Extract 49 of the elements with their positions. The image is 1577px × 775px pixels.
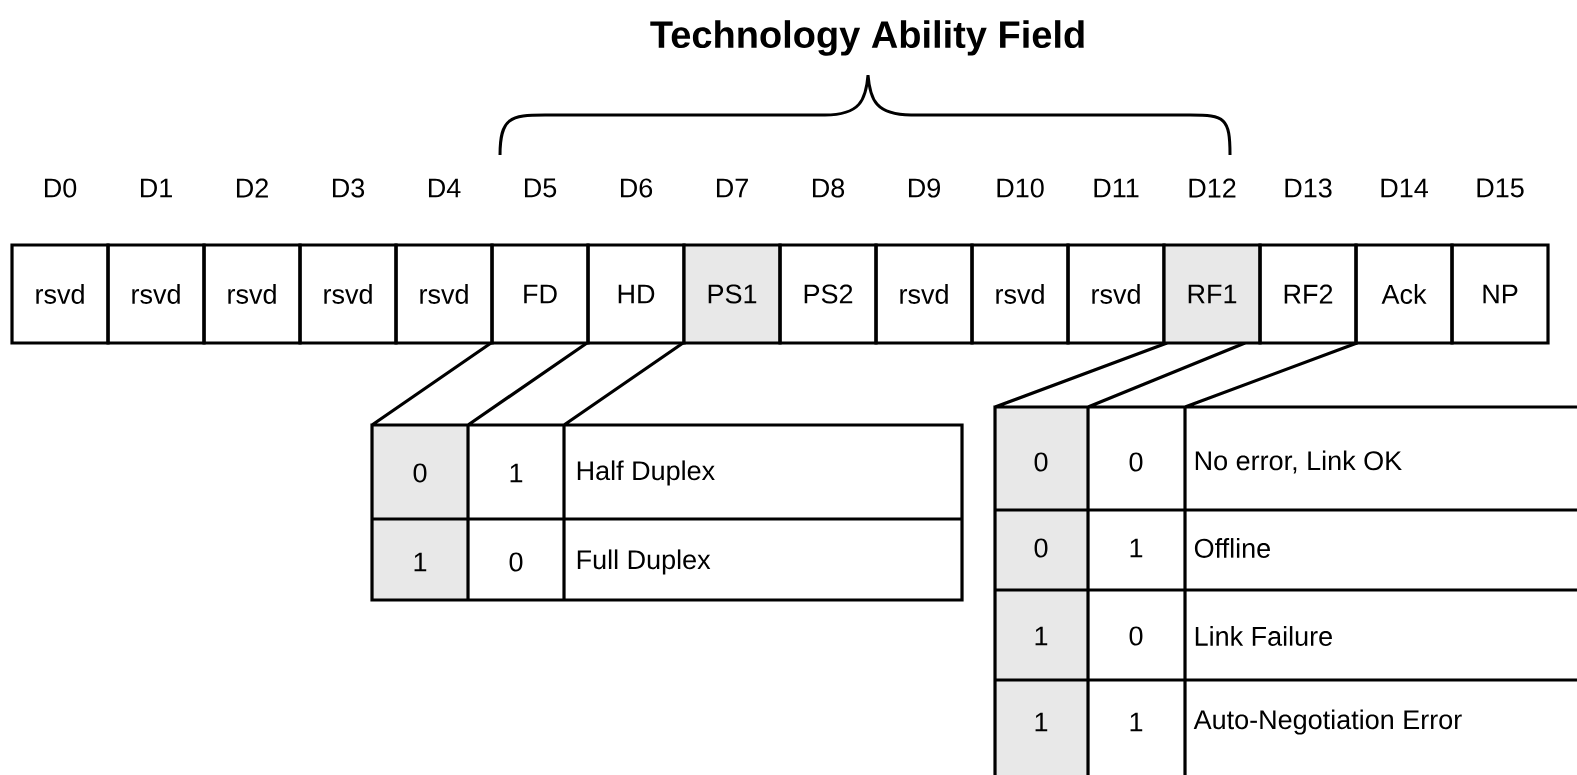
bit-value: 0 [1129,452,1143,472]
bit-name: D1 [141,178,172,198]
bit-cell: rsvd [394,243,494,345]
bit-cell: FD [490,243,590,345]
description-text: Full Duplex [577,549,711,575]
description-text: Half Duplex [577,460,715,486]
bit-name: D5 [525,178,557,198]
description-text: Auto-Negotiation Error [1193,709,1462,735]
description-text: Link Failure [1195,626,1332,646]
bit-name: D0 [45,178,77,198]
bit-value: 1 [414,552,427,572]
bit-cell: rsvd [10,243,110,345]
bit-cell: rsvd [874,243,974,345]
bit-cell: rsvd [298,243,398,345]
bit-value: 0 [413,463,427,483]
bit-value: 0 [1034,538,1048,558]
bit-cell: NP [1450,243,1550,345]
bit-cell: PS1 [682,243,782,345]
bit-cell: RF2 [1258,243,1358,345]
description-text: Offline [1194,538,1270,558]
bit-name: D2 [237,178,268,198]
bit-cell: rsvd [970,243,1070,345]
bit-name: D12 [1189,178,1236,198]
bit-cell: rsvd [106,243,206,345]
bit-cell: Ack [1354,243,1454,345]
bit-cell: rsvd [202,243,302,345]
bit-name: D6 [621,178,653,198]
bit-value: 1 [1130,712,1143,732]
bit-value: 0 [1129,626,1143,646]
bit-name: D14 [1381,178,1428,198]
description-text: No error, Link OK [1195,450,1402,474]
bit-name: D15 [1477,178,1524,198]
bit-value: 0 [1034,452,1048,472]
bit-cell: RF1 [1162,243,1262,345]
bit-name: D3 [333,178,365,198]
bit-name: D11 [1094,178,1139,198]
bit-name: D9 [909,178,940,198]
bit-name: D4 [429,178,461,198]
bit-name: D10 [997,178,1044,198]
bit-value: 1 [1035,712,1048,732]
title: Technology Ability Field [650,20,1084,56]
bit-value: 1 [1130,538,1143,558]
bit-name: D13 [1285,178,1332,198]
bit-value: 0 [509,552,523,572]
bit-cell: PS2 [778,243,878,345]
bit-name: D7 [717,178,748,198]
bit-value: 1 [1035,626,1048,646]
bit-name: D8 [813,178,845,198]
bit-value: 1 [510,463,523,483]
